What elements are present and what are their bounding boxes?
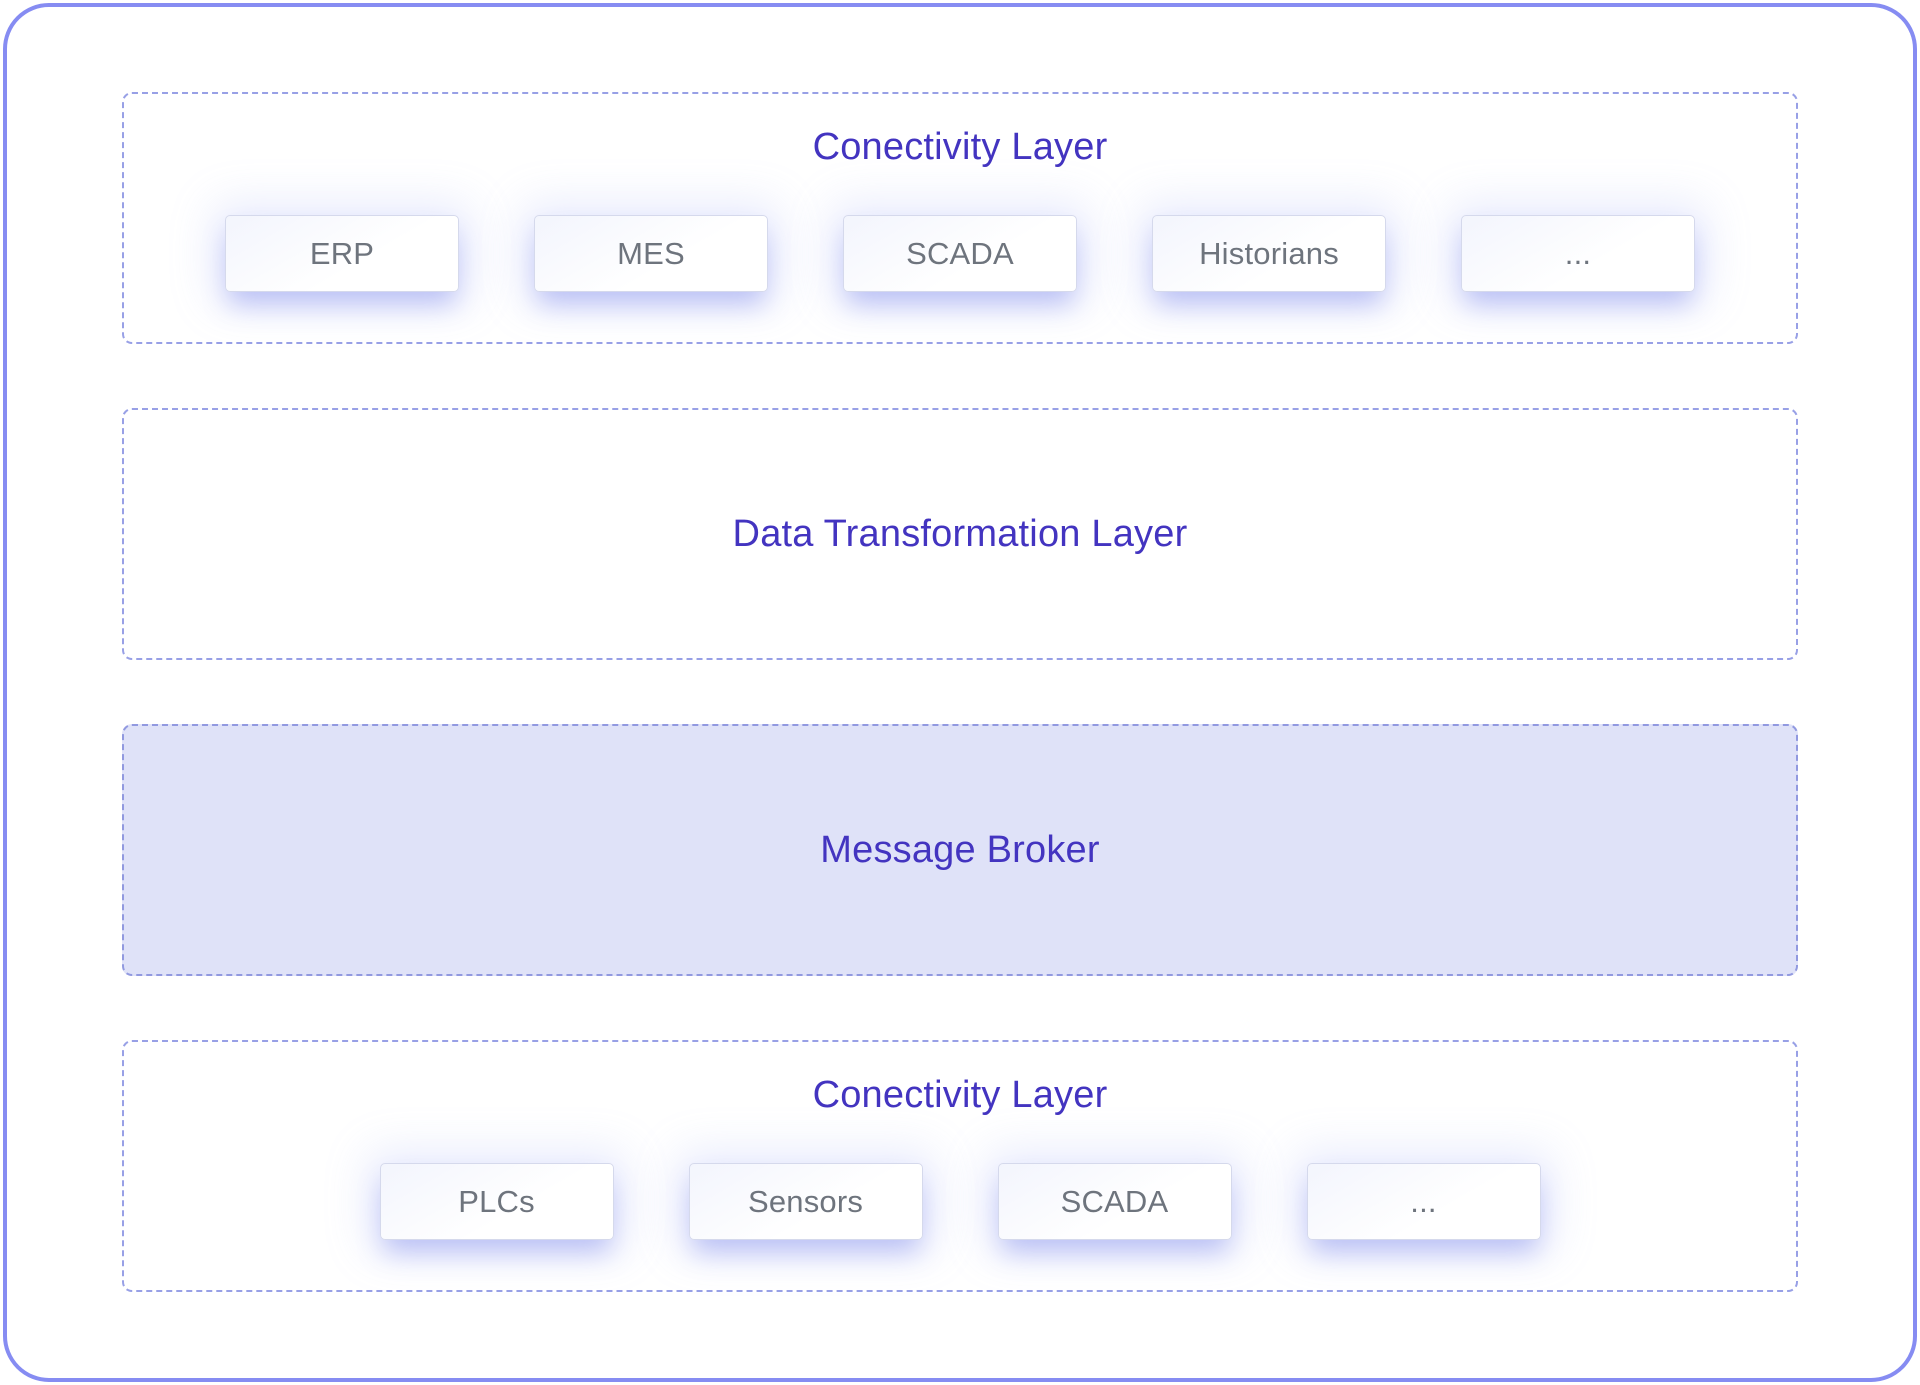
- item-box-scada: SCADA: [843, 215, 1077, 292]
- section-title-connectivity-bottom: Conectivity Layer: [812, 1074, 1108, 1116]
- item-box-historians: Historians: [1152, 215, 1386, 292]
- item-label: ERP: [309, 235, 375, 271]
- item-label: PLCs: [458, 1183, 535, 1219]
- diagram-outer-frame: Conectivity Layer ERP MES SCADA Historians.…: [3, 3, 1917, 1382]
- section-title-connectivity-top: Conectivity Layer: [812, 126, 1108, 168]
- item-box-mes: MES: [534, 215, 768, 292]
- section-message-broker: Message Broker: [122, 724, 1798, 976]
- item-label: ...: [1564, 235, 1592, 271]
- section-data-transformation: Data Transformation Layer: [122, 408, 1798, 660]
- item-label: SCADA: [1060, 1183, 1169, 1219]
- section-title-data-transformation: Data Transformation Layer: [732, 513, 1188, 555]
- section-connectivity-top: Conectivity Layer ERP MES SCADA Historians.…: [122, 92, 1798, 344]
- item-box-more: ...: [1461, 215, 1695, 292]
- items-row-connectivity-top: ERP MES SCADA Historians...: [225, 215, 1695, 292]
- item-label: SCADA: [906, 235, 1014, 271]
- item-box-sensors: Sensors: [688, 1163, 923, 1240]
- item-label: Historians: [1199, 235, 1339, 271]
- item-box-plcs: PLCs: [379, 1163, 614, 1240]
- items-row-connectivity-bottom: PLCs Sensors SCADA...: [379, 1163, 1541, 1240]
- item-box-scada: SCADA: [997, 1163, 1232, 1240]
- item-box-more: ...: [1306, 1163, 1541, 1240]
- section-title-message-broker: Message Broker: [820, 829, 1100, 871]
- item-label: Sensors: [747, 1183, 864, 1219]
- section-connectivity-bottom: Conectivity Layer PLCs Sensors SCADA...: [122, 1040, 1798, 1292]
- item-label: MES: [617, 235, 685, 271]
- item-box-erp: ERP: [225, 215, 459, 292]
- item-label: ...: [1410, 1183, 1437, 1219]
